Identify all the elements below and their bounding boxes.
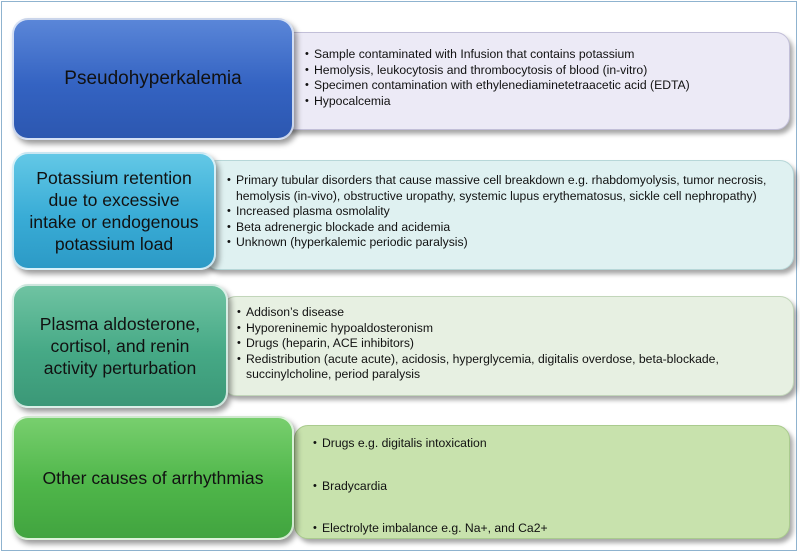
list-item: Bradycardia (313, 479, 779, 495)
list-item: Drugs e.g. digitalis intoxication (313, 436, 779, 452)
list-item: Beta adrenergic blockade and acidemia (227, 220, 785, 236)
label-line: Potassium retention (36, 168, 192, 188)
label-text: Pseudohyperkalemia (64, 68, 242, 89)
label-line: potassium load (54, 234, 174, 254)
label-text: Other causes of arrhythmias (42, 467, 264, 488)
list-item: Addison’s disease (237, 305, 785, 321)
potassium-retention-label: Potassium retention due to excessive int… (12, 152, 216, 270)
label-line: intake or endogenous (29, 212, 199, 232)
list-item: Sample contaminated with Infusion that c… (305, 47, 779, 63)
aldosterone-cortisol-renin-details: Addison’s disease Hyporeninemic hypoaldo… (222, 296, 794, 396)
list-item: Unknown (hyperkalemic periodic paralysis… (227, 235, 785, 251)
potassium-retention-details: Primary tubular disorders that cause mas… (204, 160, 794, 270)
list-item: Increased plasma osmolality (227, 204, 785, 220)
label-line: activity perturbation (43, 358, 197, 378)
label-line: cortisol, and renin (50, 336, 190, 356)
list-item: Specimen contamination with ethylenediam… (305, 78, 779, 94)
pseudohyperkalemia-details: Sample contaminated with Infusion that c… (278, 32, 790, 130)
list-item: Drugs (heparin, ACE inhibitors) (237, 336, 785, 352)
label-line: Plasma aldosterone, (39, 314, 201, 334)
pseudohyperkalemia-label: Pseudohyperkalemia (12, 18, 294, 140)
list-item: Primary tubular disorders that cause mas… (227, 173, 785, 204)
other-arrhythmia-causes-details: Drugs e.g. digitalis intoxication Bradyc… (294, 425, 790, 539)
list-item: Hypocalcemia (305, 94, 779, 110)
aldosterone-cortisol-renin-label: Plasma aldosterone, cortisol, and renin … (12, 284, 228, 408)
list-item: Hyporeninemic hypoaldosteronism (237, 321, 785, 337)
label-line: due to excessive (48, 190, 180, 210)
list-item: Redistribution (acute acute), acidosis, … (237, 352, 785, 383)
list-item: Electrolyte imbalance e.g. Na+, and Ca2+ (313, 521, 779, 537)
other-arrhythmia-causes-label: Other causes of arrhythmias (12, 416, 294, 540)
list-item: Hemolysis, leukocytosis and thrombocytos… (305, 63, 779, 79)
